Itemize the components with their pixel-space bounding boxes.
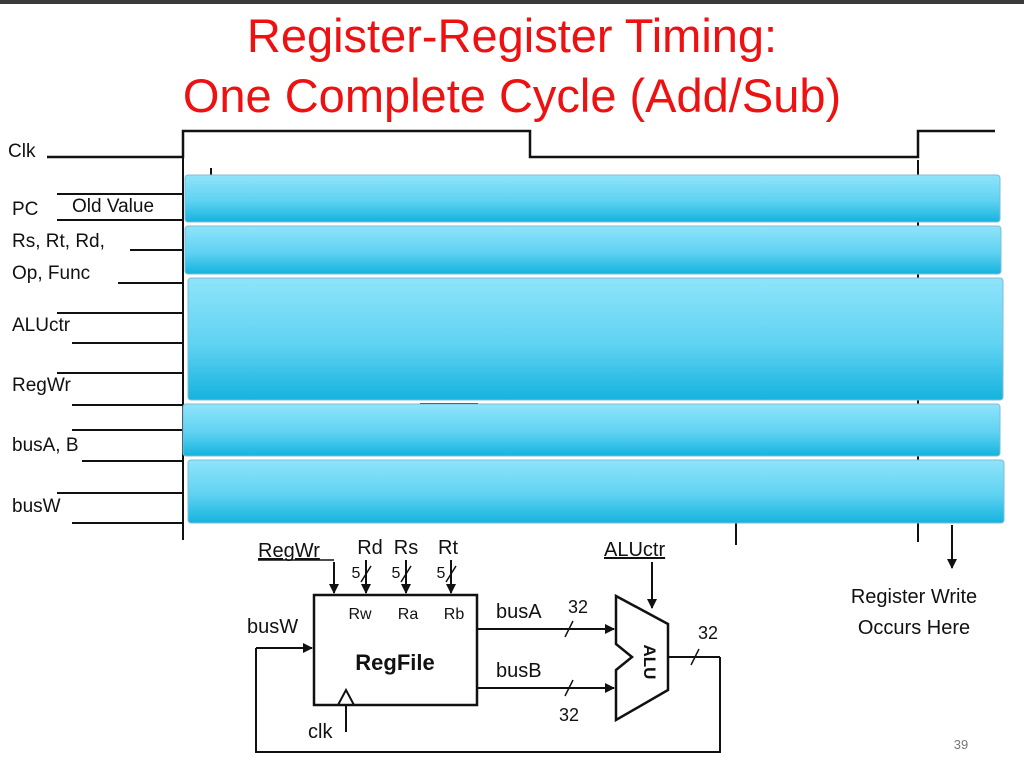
- top-border: [0, 0, 1024, 4]
- register-write-label-line-1: Register Write: [851, 586, 977, 608]
- datapath: RegFile Rw Ra Rb clk RegWr Rd Rs Rt 5 5: [247, 537, 721, 753]
- signal-traces: [57, 193, 478, 524]
- aluctr-control-label: ALUctr: [604, 539, 665, 561]
- rs-input-label: Rs: [394, 537, 418, 559]
- rd-input-label: Rd: [357, 537, 383, 559]
- overlay-bar-busw: [187, 459, 1005, 524]
- overlay-bar-pc: [184, 174, 1001, 223]
- overlay-bar-busab: [182, 403, 1001, 457]
- signal-label-busw: busW: [12, 496, 61, 517]
- signal-label-op-func: Op, Func: [12, 263, 90, 284]
- signal-label-rs-rt-rd: Rs, Rt, Rd,: [12, 231, 105, 252]
- rd-width-label: 5: [352, 565, 361, 582]
- regfile-port-rw: Rw: [348, 606, 372, 623]
- overlay-bar-control: [187, 277, 1004, 401]
- rs-width-label: 5: [392, 565, 401, 582]
- regfile-clk-label: clk: [308, 721, 333, 743]
- clock-waveform: [47, 129, 995, 159]
- alu-block: [614, 593, 670, 723]
- signal-label-regwr: RegWr: [12, 375, 71, 396]
- signal-label-pc: PC: [12, 199, 38, 220]
- alu-output-width-label: 32: [698, 623, 718, 643]
- signal-label-aluctr: ALUctr: [12, 315, 71, 336]
- rt-input-label: Rt: [438, 537, 458, 559]
- signal-label-busab: busA, B: [12, 435, 79, 456]
- rt-width-label: 5: [437, 565, 446, 582]
- busw-wire-label: busW: [247, 616, 298, 638]
- alu-label: ALU: [640, 645, 659, 680]
- register-write-label-line-2: Occurs Here: [858, 617, 970, 639]
- regfile-port-ra: Ra: [398, 606, 419, 623]
- regfile-block: [312, 593, 479, 707]
- overlay-bars: [182, 174, 1005, 524]
- regwr-control-label: RegWr: [258, 540, 320, 562]
- busa-wire-label: busA: [496, 601, 542, 623]
- slide-title-line-1: Register-Register Timing:: [246, 9, 778, 62]
- busb-wire-label: busB: [496, 660, 542, 682]
- pc-old-value-label: Old Value: [72, 196, 154, 217]
- busa-width-label: 32: [568, 597, 588, 617]
- page-number: 39: [954, 737, 968, 752]
- signal-label-clk: Clk: [8, 141, 36, 162]
- overlay-bar-instruction: [184, 225, 1002, 275]
- regfile-port-rb: Rb: [444, 606, 465, 623]
- slide-title-line-2: One Complete Cycle (Add/Sub): [182, 69, 842, 122]
- regfile-label: RegFile: [355, 650, 434, 675]
- busb-width-label: 32: [559, 705, 579, 725]
